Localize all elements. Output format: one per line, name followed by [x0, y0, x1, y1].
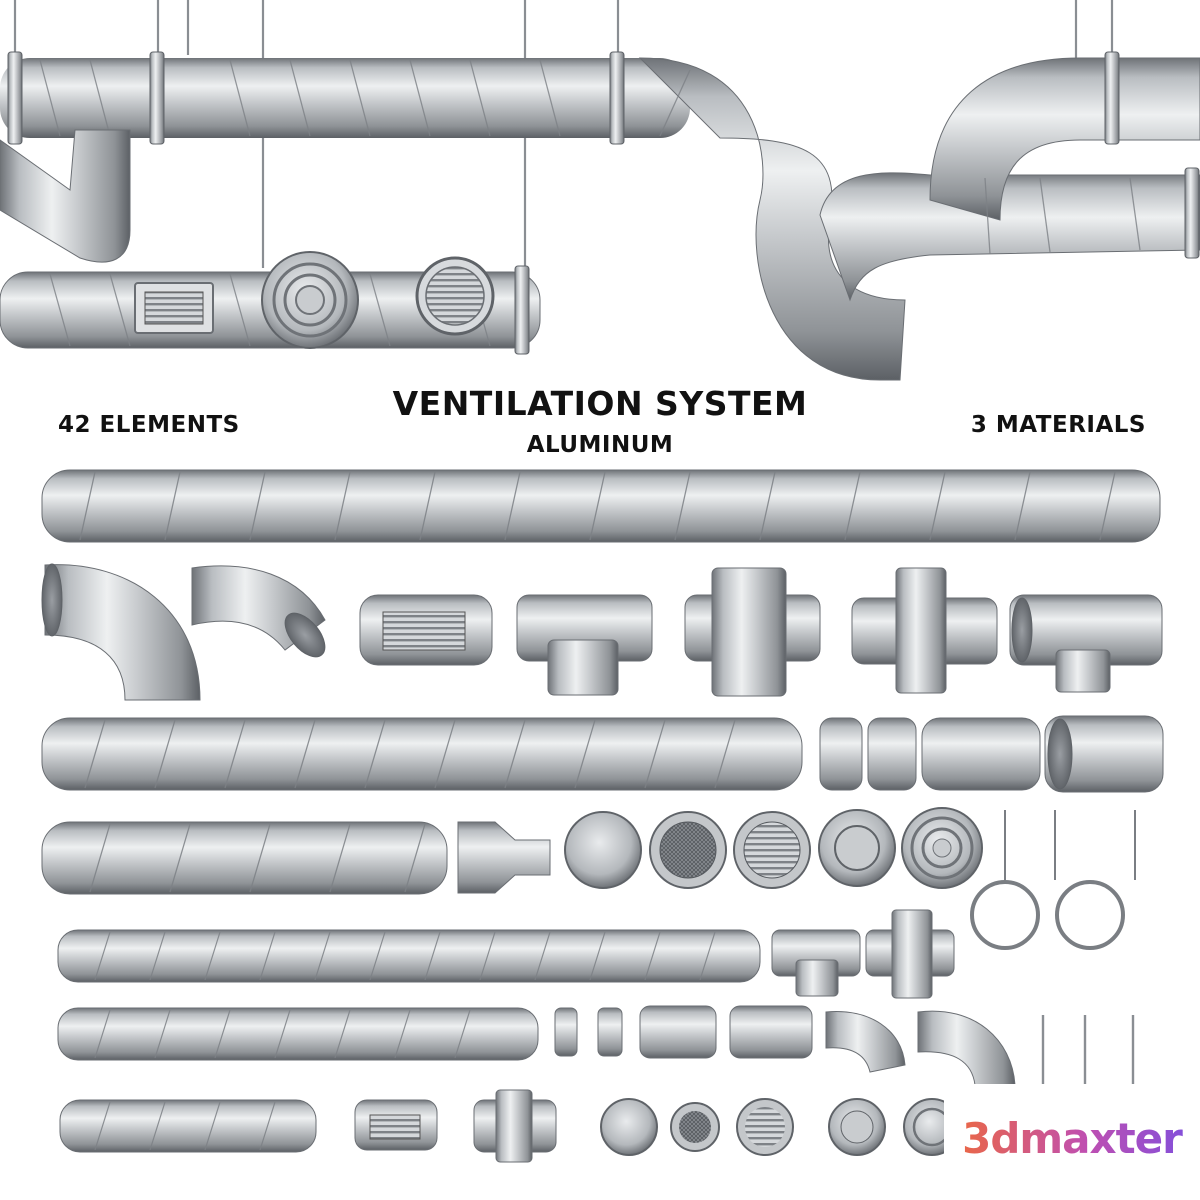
thin-duct: [57, 929, 761, 983]
straight-duct-short: [41, 821, 448, 895]
hanger-ring: [970, 810, 1136, 950]
tee: [516, 594, 653, 696]
reducer: [457, 821, 551, 894]
straight-duct-long: [41, 469, 1161, 543]
straight-duct-medium: [41, 717, 803, 791]
duct-with-grille: [359, 594, 493, 666]
elbow-90: [41, 563, 201, 701]
reducing-cross: [851, 567, 998, 694]
watermark-logo: 3dmaxter: [944, 1084, 1200, 1200]
end-cap: [1044, 715, 1164, 793]
materials-count-label: 3 MATERIALS: [970, 412, 1146, 438]
cross-small: [865, 909, 955, 999]
blind-disc: [564, 811, 642, 889]
inspection-sleeve: [473, 1089, 557, 1163]
duct-grille-small: [354, 1099, 438, 1151]
hero-duct-assembly: [0, 0, 1200, 381]
connector: [554, 1005, 813, 1059]
coupling: [819, 717, 917, 791]
small-discs: [600, 1098, 961, 1156]
bend: [825, 1010, 1016, 1086]
tee-small: [771, 929, 861, 997]
mesh-grille: [649, 811, 727, 889]
elbow-45: [191, 565, 326, 658]
cross: [684, 567, 821, 697]
louvre-grille: [733, 811, 811, 889]
reducing-tee: [1009, 594, 1163, 693]
thin-duct-2: [57, 1007, 539, 1061]
thin-duct-3: [59, 1099, 317, 1153]
watermark-text: 3dmaxter: [944, 1114, 1200, 1163]
material-subtitle: ALUMINUM: [526, 432, 674, 458]
parts-catalogue: [41, 469, 1164, 1163]
plate-diffuser: [818, 809, 896, 887]
sleeve: [921, 717, 1041, 791]
elements-count-label: 42 ELEMENTS: [58, 412, 240, 438]
page-title: VENTILATION SYSTEM: [392, 384, 808, 423]
round-diffuser: [901, 807, 983, 889]
